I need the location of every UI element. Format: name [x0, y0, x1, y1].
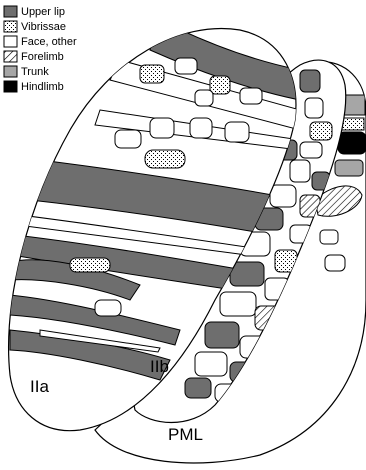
legend-label: Forelimb [21, 51, 64, 63]
legend-label: Upper lip [21, 6, 65, 18]
legend-item-vibrissae: Vibrissae [4, 21, 66, 33]
legend: Upper lip Vibrissae Face, other Forelimb… [4, 6, 77, 93]
legend-label: Vibrissae [21, 21, 66, 33]
legend-item-hindlimb: Hindlimb [4, 81, 64, 93]
legend-item-upper-lip: Upper lip [4, 6, 65, 18]
legend-item-face-other: Face, other [4, 36, 77, 48]
legend-label: Face, other [21, 36, 77, 48]
region-label-iia: IIa [30, 377, 49, 396]
region-label-iib: IIb [150, 357, 169, 376]
legend-label: Hindlimb [21, 81, 64, 93]
region-label-pml: PML [168, 425, 203, 444]
legend-item-forelimb: Forelimb [4, 51, 64, 63]
legend-item-trunk: Trunk [4, 66, 49, 78]
legend-label: Trunk [21, 66, 49, 78]
